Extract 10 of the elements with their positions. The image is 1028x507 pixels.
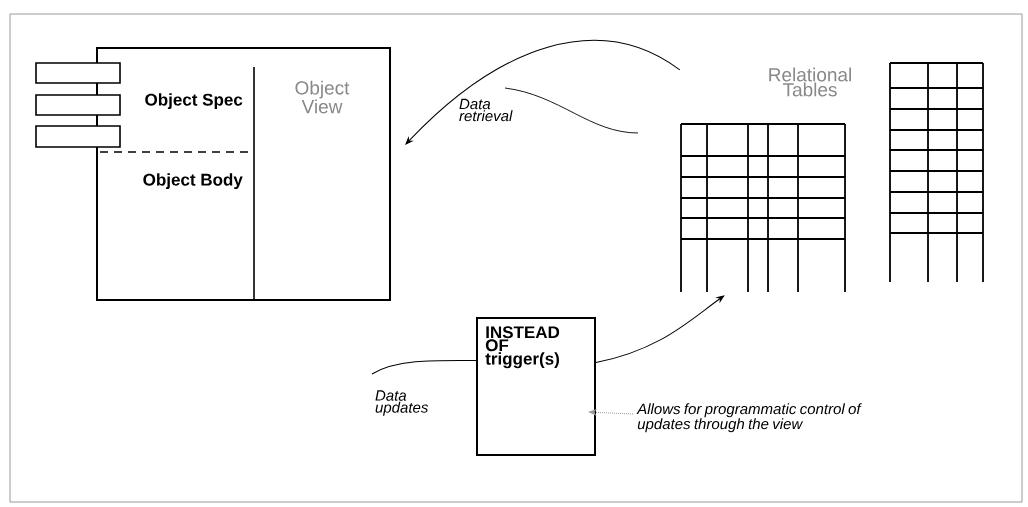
trigger-box: INSTEAD OF trigger(s) (476, 317, 596, 456)
section-label: Object Body (143, 173, 243, 190)
section-label: Object Spec (145, 93, 243, 110)
edge-label: Data retrieval (458, 97, 518, 123)
arrow (595, 295, 725, 363)
edge-label: Data updates (374, 389, 434, 417)
note-text: Allows for programmatic control of updates through the view (636, 403, 862, 433)
arrow (588, 409, 634, 416)
arrow (405, 39, 681, 145)
relational-tables: Relational Tables (769, 67, 851, 97)
